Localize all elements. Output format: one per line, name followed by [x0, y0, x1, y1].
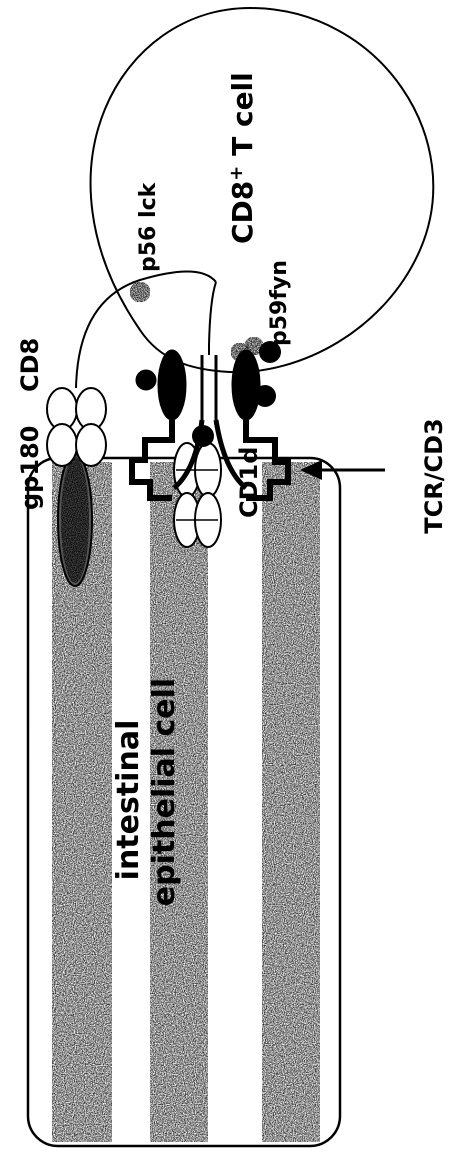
p59-label: p59fyn: [267, 260, 292, 346]
cd8-molecule: [47, 388, 106, 466]
gp180-label: gp180: [16, 426, 44, 510]
gp180-molecule: [58, 454, 92, 586]
t-cell-label: CD8+ T cell: [226, 72, 260, 244]
p56-lck-dot: [130, 282, 150, 302]
cd8-label: CD8: [16, 338, 44, 392]
stipple-band-3: [262, 462, 320, 1142]
p56-label: p56 lck: [136, 181, 161, 272]
tcr-label: TCR/CD3: [420, 418, 448, 533]
epithelial-label-line1: intestinal: [111, 720, 146, 881]
epithelial-label-line2: epithelial cell: [147, 678, 182, 906]
